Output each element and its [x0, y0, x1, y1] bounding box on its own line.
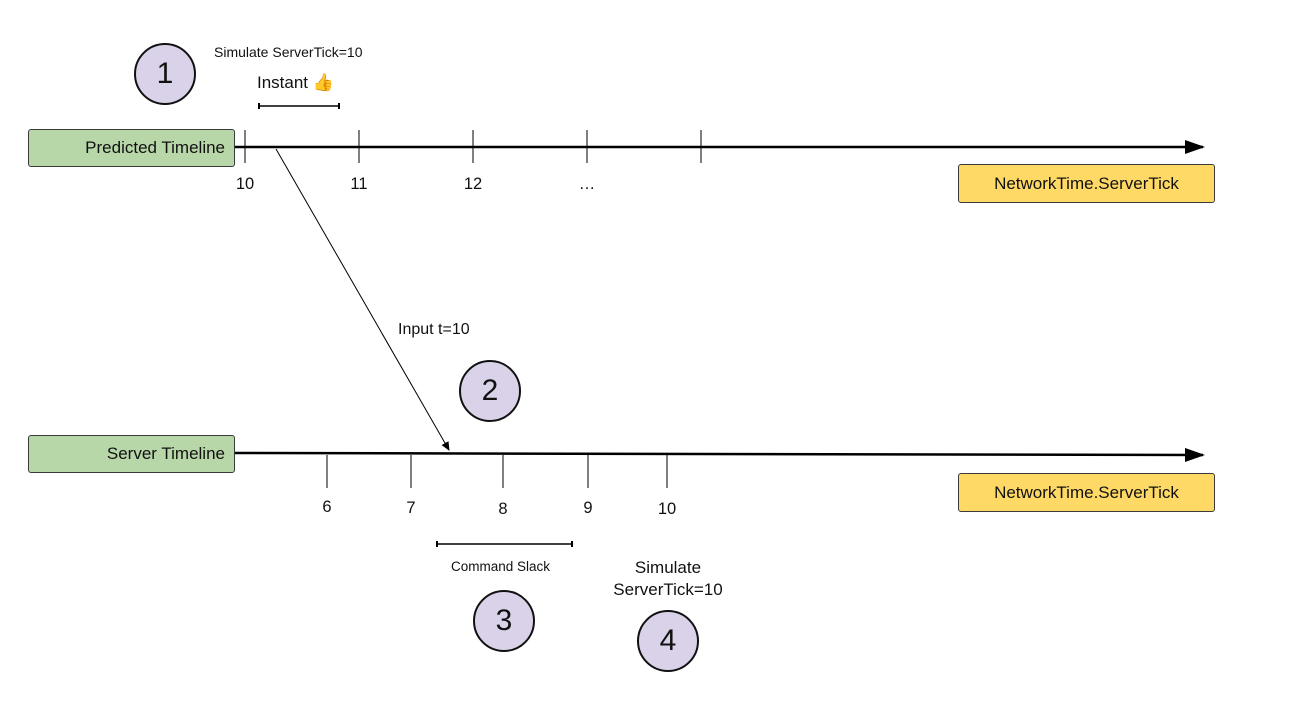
- server-simulate-label: Simulate ServerTick=10: [603, 557, 733, 601]
- step-1-circle: 1: [134, 43, 196, 105]
- command-slack-bracket: [436, 541, 573, 547]
- server-simulate-line-2: ServerTick=10: [613, 580, 723, 599]
- server-ticks: [326, 455, 668, 488]
- step-3-circle: 3: [473, 590, 535, 652]
- predicted-network-time-box: NetworkTime.ServerTick: [958, 164, 1215, 203]
- server-tick-label: 10: [657, 500, 677, 518]
- instant-label: Instant 👍: [257, 73, 334, 92]
- predicted-network-time-label: NetworkTime.ServerTick: [994, 173, 1179, 193]
- step-2-number: 2: [481, 374, 499, 407]
- predicted-ticks: [244, 130, 702, 163]
- step-2-circle: 2: [459, 360, 521, 422]
- predicted-tick-label: 12: [463, 175, 483, 193]
- predicted-simulate-label: Simulate ServerTick=10: [214, 44, 363, 60]
- input-label: Input t=10: [398, 321, 470, 338]
- step-3-number: 3: [495, 604, 513, 637]
- server-timeline-axis: [234, 447, 1205, 462]
- server-tick-label: 9: [583, 499, 593, 517]
- command-slack-label: Command Slack: [451, 559, 551, 574]
- step-1-number: 1: [156, 57, 174, 90]
- server-tick-label: 7: [406, 499, 416, 517]
- server-network-time-box: NetworkTime.ServerTick: [958, 473, 1215, 512]
- server-network-time-label: NetworkTime.ServerTick: [994, 482, 1179, 502]
- step-4-number: 4: [659, 624, 677, 657]
- instant-bracket: [258, 103, 340, 109]
- input-arrow: [275, 148, 450, 451]
- predicted-tick-label: …: [578, 175, 596, 193]
- predicted-timeline-label: Predicted Timeline: [85, 138, 225, 157]
- predicted-tick-label: 11: [350, 175, 368, 193]
- server-timeline-box: Server Timeline: [28, 435, 235, 473]
- predicted-tick-label: 10: [235, 175, 255, 193]
- server-tick-label: 6: [322, 498, 332, 516]
- server-simulate-line-1: Simulate: [634, 558, 702, 577]
- server-tick-label: 8: [498, 500, 508, 518]
- predicted-timeline-box: Predicted Timeline: [28, 129, 235, 167]
- step-4-circle: 4: [637, 610, 699, 672]
- server-timeline-label: Server Timeline: [106, 444, 225, 463]
